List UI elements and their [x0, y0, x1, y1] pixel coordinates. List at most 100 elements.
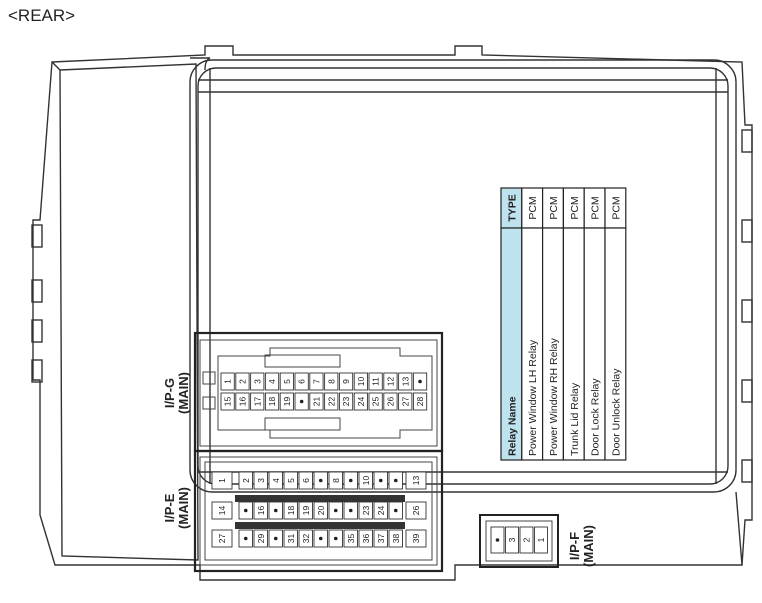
svg-text:1: 1 — [217, 478, 227, 483]
ipf-label-line1: I/P-F — [567, 531, 582, 561]
ipg-pin: 4 — [264, 372, 280, 391]
ipe-pin: 39 — [405, 529, 427, 548]
svg-text:35: 35 — [346, 534, 356, 544]
ipg-pin: 23 — [338, 392, 354, 411]
ipf-pin: 2 — [519, 526, 534, 554]
svg-text:3: 3 — [256, 478, 266, 483]
svg-text:18: 18 — [267, 397, 277, 407]
svg-text:19: 19 — [282, 397, 292, 407]
ipe-pin: 3 — [253, 471, 268, 490]
ipe-pin — [328, 529, 343, 548]
ipg-pin: 24 — [353, 392, 368, 411]
ipe-connector-label: I/P-E (MAIN) — [162, 478, 193, 538]
ipg-pin: 10 — [353, 372, 368, 391]
ipe-pin: 37 — [373, 529, 388, 548]
svg-text:2: 2 — [241, 478, 251, 483]
relay-table-type-cell: PCM — [610, 196, 622, 219]
ipg-pin — [412, 372, 428, 391]
ipg-pin: 17 — [250, 392, 265, 411]
svg-text:8: 8 — [331, 478, 341, 483]
svg-text:12: 12 — [385, 377, 395, 387]
ipg-pin: 8 — [324, 372, 339, 391]
ipe-pin: 32 — [298, 529, 313, 548]
ipe-pin: 13 — [405, 471, 427, 490]
relay-table-name-cell: Door Lock Relay — [590, 378, 602, 456]
ipe-pin: 23 — [358, 501, 373, 520]
ipe-pin — [268, 501, 283, 520]
ipe-pin — [328, 501, 343, 520]
ipe-pin — [343, 501, 358, 520]
ipe-pin — [388, 501, 403, 520]
svg-text:16: 16 — [237, 397, 247, 407]
ipg-pin: 16 — [235, 392, 250, 411]
ipe-pin: 8 — [328, 471, 343, 490]
ipg-pin: 11 — [368, 372, 383, 391]
ipg-pin: 22 — [324, 392, 339, 411]
svg-text:16: 16 — [256, 506, 266, 516]
svg-text:15: 15 — [223, 397, 233, 407]
svg-text:14: 14 — [217, 506, 227, 516]
svg-text:5: 5 — [282, 379, 292, 384]
ipe-pin: 6 — [298, 471, 313, 490]
ipf-pin: 3 — [505, 526, 519, 554]
ipg-connector-label: I/P-G (MAIN) — [162, 363, 193, 423]
ipf-pin: 1 — [534, 526, 548, 554]
svg-text:23: 23 — [361, 506, 371, 516]
svg-text:13: 13 — [411, 476, 421, 486]
svg-text:3: 3 — [252, 379, 262, 384]
svg-text:2: 2 — [237, 379, 247, 384]
svg-text:37: 37 — [376, 534, 386, 544]
ipe-pin: 19 — [298, 501, 313, 520]
svg-text:24: 24 — [356, 397, 366, 407]
ipg-pin: 3 — [250, 372, 265, 391]
svg-text:6: 6 — [301, 478, 311, 483]
ipe-label-line2: (MAIN) — [176, 487, 191, 529]
svg-text:26: 26 — [385, 397, 395, 407]
ipe-pin: 27 — [211, 529, 233, 548]
ipe-pin: 24 — [373, 501, 388, 520]
ipe-pin — [373, 471, 388, 490]
ipe-pin — [388, 471, 403, 490]
svg-text:2: 2 — [522, 537, 532, 542]
ipg-pin: 15 — [220, 392, 235, 411]
ipg-label-line1: I/P-G — [162, 377, 177, 409]
ipe-pin: 20 — [313, 501, 328, 520]
ipe-pin: 31 — [283, 529, 298, 548]
ipe-pin: 36 — [358, 529, 373, 548]
ipe-label-line1: I/P-E — [162, 493, 177, 523]
relay-table-type-header: TYPE — [506, 194, 518, 221]
ipe-pin: 16 — [253, 501, 268, 520]
svg-text:5: 5 — [286, 478, 296, 483]
svg-text:20: 20 — [316, 506, 326, 516]
ipf-pin — [490, 526, 505, 554]
ipg-pin: 7 — [309, 372, 324, 391]
svg-text:17: 17 — [252, 397, 262, 407]
ipe-pin: 1 — [211, 471, 233, 490]
svg-text:39: 39 — [411, 534, 421, 544]
ipg-label-line2: (MAIN) — [176, 372, 191, 414]
ipe-pin: 35 — [343, 529, 358, 548]
svg-text:4: 4 — [271, 478, 281, 483]
ipg-pin: 6 — [294, 372, 309, 391]
rear-label: <REAR> — [8, 6, 76, 25]
svg-text:4: 4 — [267, 379, 277, 384]
relay-table-type-cell: PCM — [590, 196, 602, 219]
svg-text:10: 10 — [361, 476, 371, 486]
svg-text:10: 10 — [356, 377, 366, 387]
ipg-pin: 5 — [279, 372, 294, 391]
svg-text:13: 13 — [400, 377, 410, 387]
svg-text:3: 3 — [507, 537, 517, 542]
ipg-pin: 25 — [368, 392, 383, 411]
svg-text:29: 29 — [256, 534, 266, 544]
ipe-pin: 18 — [283, 501, 298, 520]
ipg-pin: 19 — [279, 392, 294, 411]
ipe-pin — [238, 501, 253, 520]
ipe-pin: 5 — [283, 471, 298, 490]
relay-table-name-header: Relay Name — [506, 396, 518, 456]
svg-text:31: 31 — [286, 534, 296, 544]
